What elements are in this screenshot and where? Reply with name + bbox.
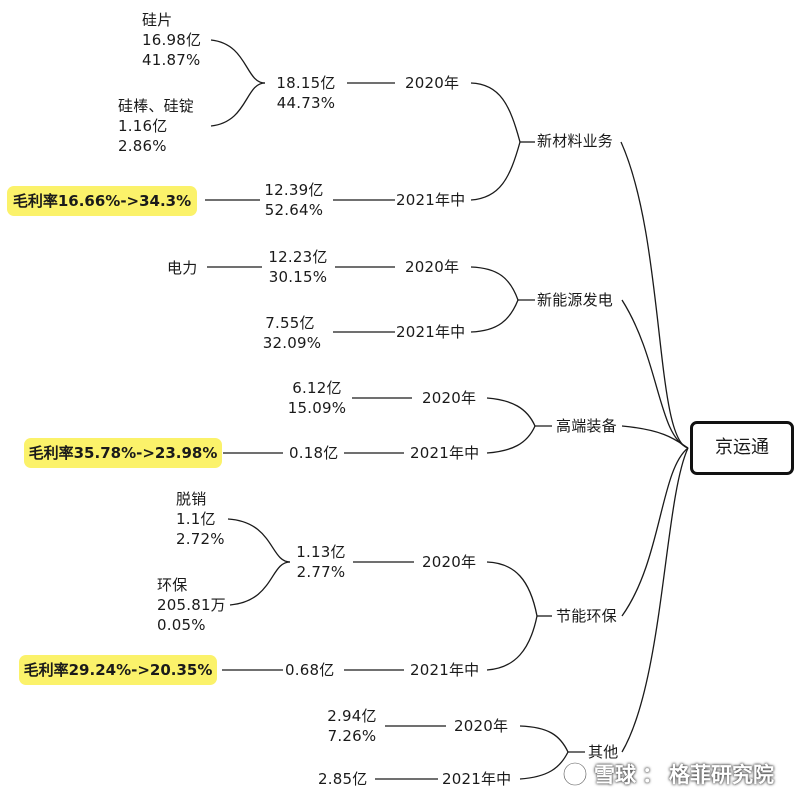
sub-item-name: 硅棒、硅锭 bbox=[118, 97, 195, 115]
percent-label: 52.64% bbox=[264, 201, 324, 219]
value-label: 0.68亿 bbox=[285, 661, 335, 679]
gross-margin-highlight: 毛利率29.24%->20.35% bbox=[19, 655, 217, 685]
branch-label-new-energy: 新能源发电 bbox=[537, 291, 614, 309]
value-label: 6.12亿 bbox=[292, 379, 342, 397]
value-label: 2.85亿 bbox=[318, 770, 368, 788]
sub-item-percent: 0.05% bbox=[157, 616, 206, 634]
link-root-branch4 bbox=[621, 447, 689, 617]
sub-item-value: 1.16亿 bbox=[118, 117, 168, 135]
sub-item-percent: 2.72% bbox=[176, 530, 225, 548]
percent-label: 7.26% bbox=[327, 727, 377, 745]
link-root-branch2 bbox=[621, 299, 689, 449]
sub-item-percent: 2.86% bbox=[118, 137, 167, 155]
branch-label-new-materials: 新材料业务 bbox=[537, 132, 614, 150]
value-label: 0.18亿 bbox=[289, 444, 339, 462]
link-root-branch3 bbox=[621, 425, 689, 449]
sub-item-value: 205.81万 bbox=[157, 596, 226, 614]
watermark-separator: ： bbox=[642, 763, 663, 787]
period-label: 2020年 bbox=[422, 553, 477, 571]
period-label: 2020年 bbox=[405, 258, 460, 276]
period-label: 2020年 bbox=[422, 389, 477, 407]
value-label: 2.94亿 bbox=[327, 707, 377, 725]
sub-item-name: 环保 bbox=[157, 576, 188, 594]
period-label: 2021年中 bbox=[410, 661, 480, 679]
gross-margin-highlight: 毛利率16.66%->34.3% bbox=[7, 186, 197, 216]
value-label: 1.13亿 bbox=[296, 543, 346, 561]
sub-item-name: 脱销 bbox=[176, 490, 207, 508]
value-label: 12.23亿 bbox=[268, 248, 328, 266]
gross-margin-highlight: 毛利率35.78%->23.98% bbox=[24, 438, 222, 468]
period-label: 2020年 bbox=[454, 717, 509, 735]
sub-item-name: 硅片 bbox=[142, 11, 173, 29]
percent-label: 2.77% bbox=[296, 563, 346, 581]
percent-label: 44.73% bbox=[276, 94, 336, 112]
period-label: 2021年中 bbox=[396, 191, 466, 209]
note-label: 电力 bbox=[167, 259, 198, 277]
percent-label: 15.09% bbox=[287, 399, 347, 417]
percent-label: 30.15% bbox=[268, 268, 328, 286]
snowball-logo-icon bbox=[562, 761, 588, 787]
value-label: 12.39亿 bbox=[264, 181, 324, 199]
link-root-branch5 bbox=[621, 447, 689, 753]
period-label: 2021年中 bbox=[396, 323, 466, 341]
value-label: 7.55亿 bbox=[265, 314, 315, 332]
period-label: 2021年中 bbox=[410, 444, 480, 462]
period-label: 2021年中 bbox=[442, 770, 512, 788]
link-root-branch1 bbox=[620, 141, 689, 449]
sub-item-percent: 41.87% bbox=[142, 51, 201, 69]
root-node: 京运通 bbox=[690, 421, 794, 475]
watermark-author: 格菲研究院 bbox=[669, 763, 774, 787]
period-label: 2020年 bbox=[405, 74, 460, 92]
branch-label-high-end-equipment: 高端装备 bbox=[556, 417, 617, 435]
watermark: 雪球：格菲研究院 bbox=[562, 757, 774, 791]
percent-label: 32.09% bbox=[262, 334, 322, 352]
sub-item-value: 16.98亿 bbox=[142, 31, 202, 49]
branch-label-other: 其他 bbox=[588, 743, 619, 761]
branch-label-energy-saving: 节能环保 bbox=[556, 607, 617, 625]
sub-item-value: 1.1亿 bbox=[176, 510, 216, 528]
value-label: 18.15亿 bbox=[276, 74, 336, 92]
watermark-brand: 雪球 bbox=[594, 763, 636, 787]
